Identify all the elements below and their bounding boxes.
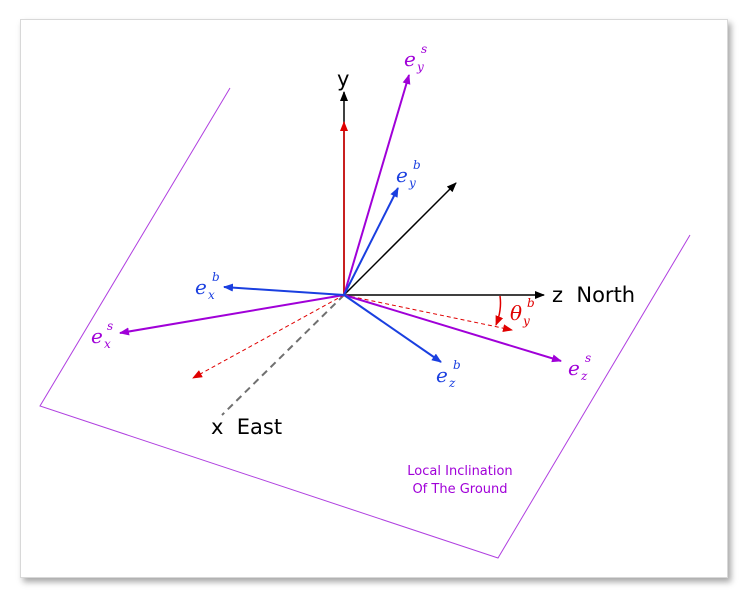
svg-text:b: b <box>212 270 220 284</box>
svg-text:θ: θ <box>510 301 522 325</box>
projection-dashed-right <box>343 294 513 333</box>
y-axis-label: y <box>337 67 349 91</box>
east-axis-line <box>221 294 345 416</box>
plane-caption-line1: Local Inclination <box>407 464 512 479</box>
svg-text:z: z <box>448 376 456 390</box>
diagram-card <box>20 19 728 578</box>
svg-text:b: b <box>413 158 421 172</box>
svg-text:y: y <box>408 176 416 190</box>
sensor-z-arrow <box>343 294 562 363</box>
plane-caption-line2: Of The Ground <box>412 482 507 497</box>
theta-angle-label: θ y b <box>510 296 535 328</box>
sensor-y-label: e y s <box>404 42 427 74</box>
svg-text:s: s <box>421 42 427 56</box>
svg-text:x: x <box>104 337 111 351</box>
sensor-z-label: e z s <box>568 351 591 383</box>
svg-text:x: x <box>208 288 215 302</box>
projection-dashed-left <box>192 294 345 379</box>
sensor-y-arrow <box>343 74 411 296</box>
svg-text:e: e <box>396 163 408 187</box>
svg-text:e: e <box>195 275 207 299</box>
svg-text:b: b <box>527 296 535 310</box>
body-z-label: e z b <box>436 358 461 390</box>
svg-text:y: y <box>522 314 530 328</box>
svg-text:y: y <box>416 60 424 74</box>
svg-text:e: e <box>91 324 103 348</box>
svg-text:e: e <box>404 47 416 71</box>
x-east-label: x East <box>211 415 282 439</box>
svg-text:z: z <box>580 369 588 383</box>
svg-text:e: e <box>436 363 448 387</box>
body-x-label: e x b <box>195 270 220 302</box>
svg-text:s: s <box>585 351 591 365</box>
svg-text:e: e <box>568 356 580 380</box>
body-z-arrow <box>343 294 442 363</box>
black-diagonal-arrow <box>343 182 457 296</box>
z-north-label: z North <box>552 283 635 307</box>
svg-text:b: b <box>453 358 461 372</box>
body-y-label: e y b <box>396 158 421 190</box>
ground-plane <box>39 87 691 559</box>
svg-text:s: s <box>107 319 113 333</box>
theta-angle-arc <box>495 295 504 326</box>
sensor-x-arrow <box>119 294 345 336</box>
body-y-arrow <box>343 187 399 296</box>
sensor-x-label: e x s <box>91 319 113 351</box>
body-x-arrow <box>223 283 345 296</box>
